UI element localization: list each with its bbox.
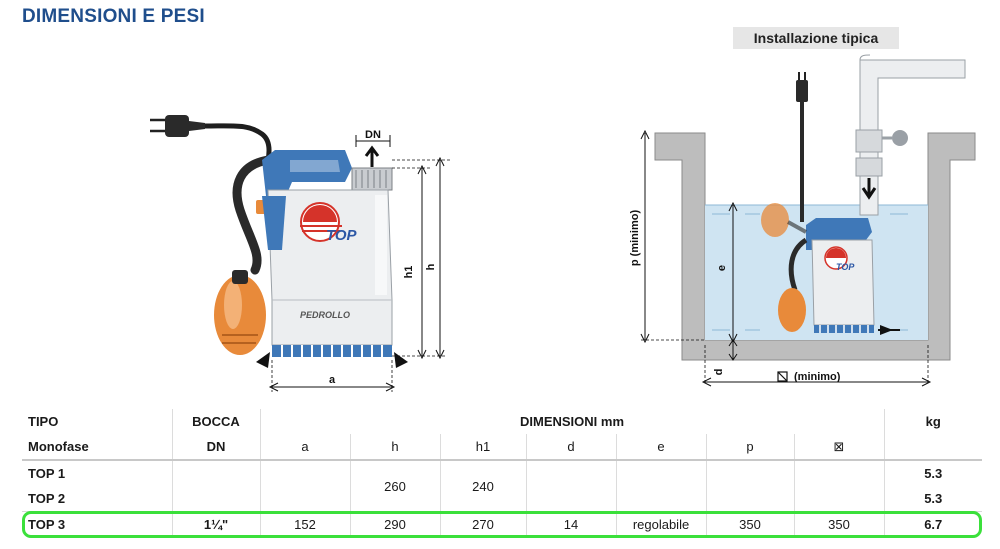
table-row: TOP 2 5.3 (22, 486, 982, 512)
dn-label: DN (365, 129, 381, 141)
header-dn: DN (171, 434, 260, 460)
header-h1: h1 (439, 434, 526, 460)
header-bocca: BOCCA (171, 409, 260, 434)
pump-dimension-drawing: TOP PEDROLLO DN h1 h a (150, 115, 452, 392)
header-kg: kg (883, 409, 982, 434)
header-e: e (615, 434, 706, 460)
width-label: (minimo) (794, 371, 841, 383)
top-brand-text: TOP (326, 227, 358, 244)
weight-cell: 5.3 (883, 459, 982, 486)
header-row-1: TIPO BOCCA DIMENSIONI mm kg (22, 409, 982, 434)
table-row: TOP 1 260 240 5.3 (22, 459, 982, 512)
d-cell: 14 (525, 511, 616, 537)
model-cell: TOP 1 (22, 459, 172, 486)
header-square: ⊠ (793, 434, 884, 460)
p-label: p (minimo) (629, 210, 641, 267)
e-label: e (716, 265, 728, 271)
header-d: d (525, 434, 616, 460)
installation-drawing: TOP p (minimo) e d (minimo) (629, 54, 976, 387)
merged-h-cell: 260 (349, 459, 440, 512)
h-cell: 290 (349, 511, 440, 537)
technical-drawings: TOP PEDROLLO DN h1 h a (150, 54, 976, 392)
maker-brand-text: PEDROLLO (300, 310, 350, 320)
svg-text:TOP: TOP (836, 262, 855, 272)
model-cell: TOP 3 (22, 511, 172, 537)
header-h: h (349, 434, 440, 460)
e-cell: regolabile (615, 511, 706, 537)
a-label: a (329, 374, 336, 386)
header-a: a (259, 434, 350, 460)
p-cell: 350 (705, 511, 794, 537)
h1-cell: 270 (439, 511, 526, 537)
header-p: p (705, 434, 794, 460)
d-label: d (713, 369, 725, 376)
weight-cell: 5.3 (883, 486, 982, 512)
header-dimensioni: DIMENSIONI mm (259, 409, 884, 434)
weight-cell: 6.7 (883, 511, 982, 537)
header-row-2: Monofase DN a h h1 d e p ⊠ (22, 434, 982, 460)
page-title: DIMENSIONI E PESI (22, 6, 205, 27)
model-cell: TOP 2 (28, 491, 66, 506)
a-cell: 152 (259, 511, 350, 537)
h-label: h (425, 263, 437, 270)
square-cell: 350 (793, 511, 884, 537)
header-tipo: TIPO (28, 414, 59, 429)
installation-label: Installazione tipica (733, 27, 899, 49)
table-row: TOP 3 1¼" 152 290 270 14 regolabile 350 … (22, 511, 982, 537)
header-monofase: Monofase (28, 439, 89, 454)
dn-cell: 1¼" (171, 511, 260, 537)
dimensions-table: TIPO BOCCA DIMENSIONI mm kg Monofase DN … (22, 409, 982, 537)
merged-h1-cell: 240 (439, 459, 526, 512)
h1-label: h1 (403, 266, 415, 279)
